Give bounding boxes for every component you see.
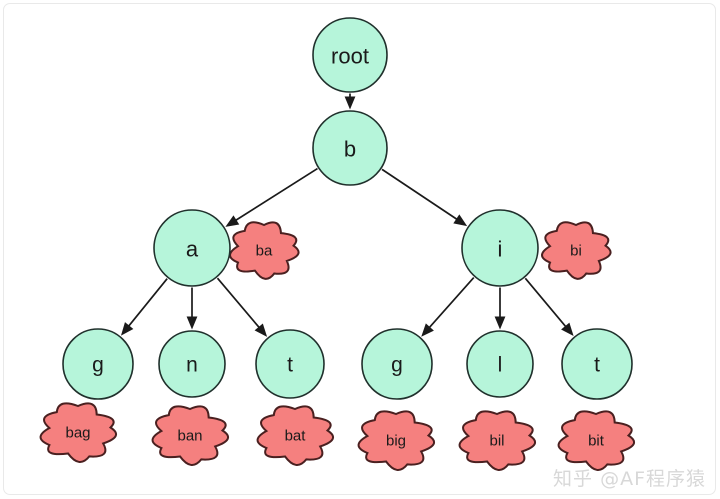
watermark-text: 知乎 @AF程序猿 [553,468,706,490]
tree-node-label: b [344,137,356,162]
word-blob-label: bat [285,428,307,445]
tree-node-label: t [287,354,293,377]
tree-node[interactable]: n [158,330,226,398]
word-blob[interactable]: ba [229,221,300,280]
tree-edge [225,167,318,227]
word-blob-label: bit [588,433,605,450]
tree-edge [216,277,268,337]
word-blob[interactable]: bil [458,410,537,471]
edges-layer [120,93,574,337]
tree-node[interactable]: i [461,209,539,287]
word-blob-label: ba [256,243,273,260]
tree-node[interactable]: l [466,330,534,398]
tree-node-label: root [331,44,369,69]
tree-edge [344,93,356,110]
tree-node[interactable]: t [255,329,325,399]
tree-node-label: l [498,354,503,377]
tree-node-label: g [391,354,403,377]
blobs-layer: ba bi bag ban bat big bil bit [39,221,636,471]
tree-node[interactable]: root [312,17,388,93]
word-blob[interactable]: bag [39,402,118,463]
tree-edge [421,276,475,337]
tree-node[interactable]: g [62,328,134,400]
word-blob[interactable]: bi [541,221,612,280]
word-blob[interactable]: big [357,410,436,471]
tree-node-label: i [498,237,503,262]
tree-node-label: t [594,354,600,377]
tree-edge [120,278,168,336]
tree-node[interactable]: g [361,328,433,400]
word-blob-label: bi [570,243,582,260]
tree-node-label: n [186,354,198,377]
word-blob-label: bag [65,425,90,442]
tree-node-label: g [92,354,104,377]
tree-edge [524,277,574,336]
tree-node[interactable]: b [312,110,388,186]
tree-edge [186,287,198,330]
word-blob-label: big [386,433,406,450]
word-blob[interactable]: bat [256,405,335,466]
tree-edge [381,168,468,227]
tree-node-label: a [186,237,199,262]
tree-node[interactable]: t [561,328,633,400]
word-blob-label: ban [177,428,202,445]
word-blob-label: bil [489,433,504,450]
tree-node[interactable]: a [153,209,231,287]
word-blob[interactable]: ban [151,405,230,466]
word-blob[interactable]: bit [557,410,636,471]
tree-edge [494,287,506,330]
